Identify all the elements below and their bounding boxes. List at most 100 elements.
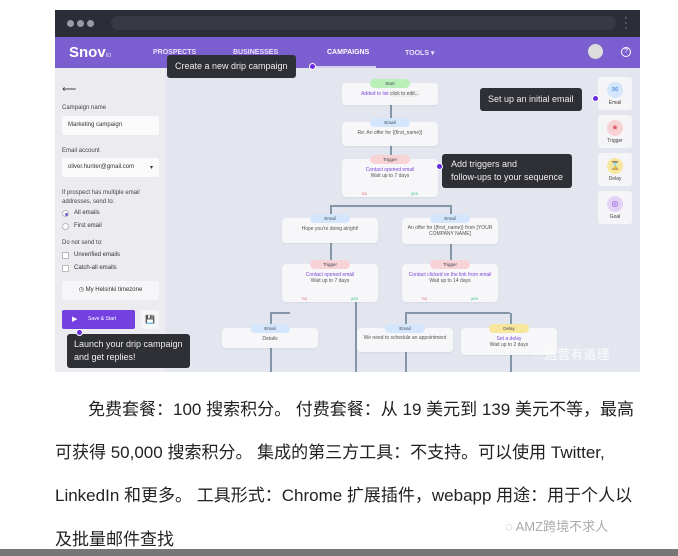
flow-node-delay: Delay Set a delay Wait up to 2 days [461,324,557,355]
watermark-text: AMZ跨境不求人 [515,519,609,534]
connector [330,205,450,207]
connector [390,146,392,159]
star-icon: ★ [607,120,623,136]
connector [405,312,510,314]
email-icon: ✉ [607,82,623,98]
connector [390,105,392,122]
flow-node-email: Email An offer for {{first_name}} from [… [402,214,498,244]
connector [450,205,452,218]
node-text: Details [262,336,278,342]
flow-node-email: Email Hope you're doing alright! [282,214,378,243]
article-line: 可获得 50,000 搜索积分。 集成的第三方工具：不支持。可以使用 Twitt… [55,443,605,462]
node-text: Contact opened email [365,167,415,173]
hotspot-dot [592,95,599,102]
campaign-name-label: Campaign name [62,105,107,111]
address-bar [111,16,616,30]
flow-node-email: Email Re: An offer for {{first_name}} [342,118,438,146]
embedded-screenshot: ··· Snovio PROSPECTS BUSINESSES CAMPAIGN… [55,10,640,372]
sidebar: ⟵ Campaign name Marketing campaign Email… [55,68,165,372]
no-branch: no [302,296,308,301]
email-account-value: oliver.hunter@gmail.com [68,164,135,170]
timezone-label: My Helsinki timezone [85,287,143,293]
article-line: LinkedIn 和更多。 工具形式：Chrome 扩展插件，webapp 用途… [55,486,633,505]
wait-text: Wait up to 7 days [310,278,350,284]
campaign-name-input: Marketing campaign [62,116,159,135]
trigger-badge: Trigger [310,260,350,269]
no-branch: no [362,191,368,196]
back-arrow-icon: ⟵ [62,84,77,95]
connector [405,313,407,328]
email-badge: Email [310,214,350,223]
delay-badge: Delay [489,324,529,333]
wechat-icon: ◌ [533,347,545,362]
bottom-bar [0,549,678,556]
flow-node-trigger: Trigger Contact opened email Wait up to … [282,260,378,302]
toolbar-label: Goal [609,214,621,220]
toolbar-goal: ◎Goal [598,191,632,224]
save-start-button: ▶ Save & Start [62,310,135,329]
node-text: Contact clicked on the link from email [408,272,492,278]
do-not-send-label: Do not send to: [62,240,103,246]
connector [270,312,290,314]
window-dot [87,20,94,27]
edit-link: click to edit... [390,91,419,97]
play-icon: ▶ [72,316,78,323]
connector [270,348,272,372]
tooltip-text: Set up an initial email [488,94,574,104]
nav-businesses: BUSINESSES [233,49,279,56]
top-nav: Snovio PROSPECTS BUSINESSES CAMPAIGNS TO… [55,37,640,68]
node-text: Added to list [361,91,389,97]
wait-text: Wait up to 7 days [370,173,410,179]
radio-all-emails [62,210,69,217]
connector [330,205,332,218]
radio-label: First email [74,223,102,229]
hotspot-dot [436,163,443,170]
yes-branch: yes [350,296,358,301]
dropdown-icon: ▾ [149,165,153,171]
logo: Snovio [69,44,111,61]
node-text: Re: An offer for {{first_name}} [357,130,423,136]
save-start-label: Save & Start [88,316,117,322]
avatar [588,44,603,59]
connector [510,355,512,372]
radio-first-email [62,223,69,230]
flow-node-trigger: Trigger Contact clicked on the link from… [402,260,498,302]
save-icon: 💾 [141,310,159,329]
email-account-select: oliver.hunter@gmail.com ▾ [62,158,159,177]
active-tab-underline [310,66,376,68]
trigger-badge: Trigger [370,155,410,164]
checkbox-catch-all [62,265,69,272]
yes-branch: yes [470,296,478,301]
toolbar-label: Email [608,100,622,106]
multi-email-label: If prospect has multiple email [62,190,140,196]
toolbar-email: ✉ Email [598,77,632,110]
tooltip-text: follow-ups to your sequence [451,172,564,182]
hotspot-dot [309,63,316,70]
email-badge: Email [385,324,425,333]
connector [270,313,272,328]
logo-suffix: io [105,52,112,59]
toolbar-label: Delay [608,176,622,182]
window-dot [67,20,74,27]
wechat-icon: ◌ [505,519,516,534]
node-text: Set a delay [496,336,522,342]
toolbar-trigger: ★Trigger [598,115,632,148]
node-text: An offer for {{first_name}} from [YOUR C… [407,225,493,237]
timezone-button: ◷ My Helsinki timezone [62,281,159,300]
nav-campaigns: CAMPAIGNS [327,49,370,56]
node-text: We need to schedule an appointment [363,335,447,341]
connector [450,244,452,264]
hotspot-dot [76,329,83,336]
flow-node-trigger: Trigger Contact opened email Wait up to … [342,155,438,197]
tooltip-text: Launch your drip campaign [74,339,183,349]
wait-text: Wait up to 2 days [489,342,529,348]
radio-label: All emails [74,210,100,216]
article-line: 及批量邮件查找 [55,530,174,549]
page-watermark: ◌ AMZ跨境不求人 [505,516,608,535]
checkbox-label: Catch-all emails [74,265,117,271]
checkbox-unverified [62,252,69,259]
help-icon: ? [621,47,631,57]
email-badge: Email [430,214,470,223]
